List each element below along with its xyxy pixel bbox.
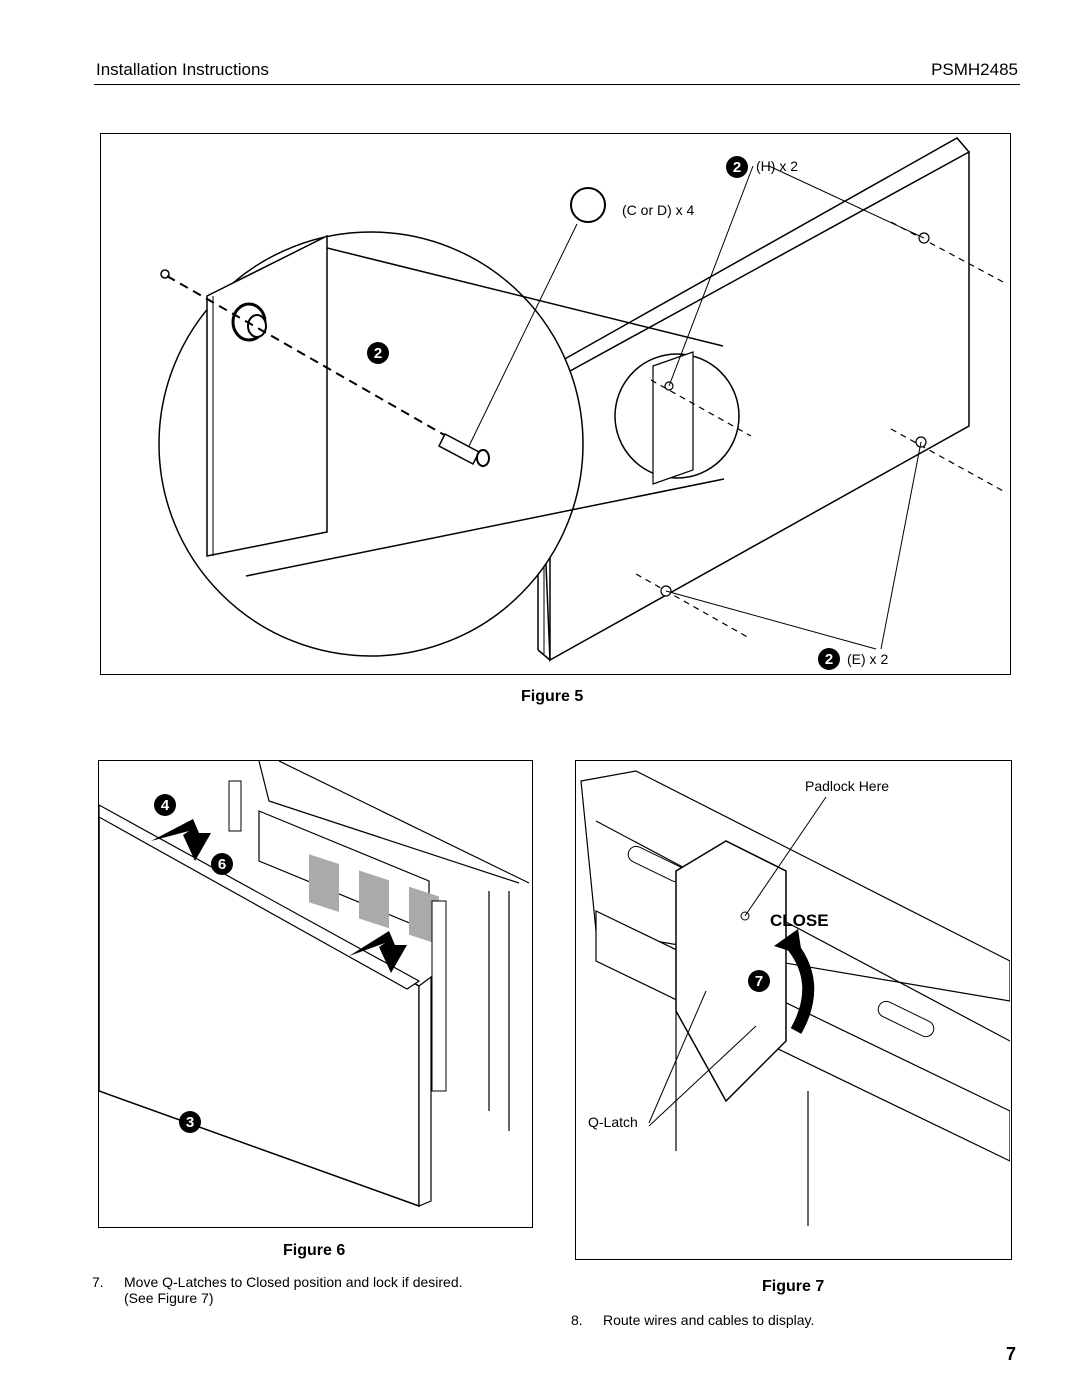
figure-7-caption: Figure 7 <box>762 1278 825 1295</box>
step-8-number: 8. <box>571 1312 583 1328</box>
step-7-text-2: (See Figure 7) <box>124 1290 214 1306</box>
figure-6-illustration <box>99 761 530 1208</box>
label-q-latch: Q-Latch <box>588 1114 638 1130</box>
figure-5-illustration <box>158 137 1008 662</box>
header-rule <box>94 84 1020 85</box>
badge-7: 7 <box>748 970 770 992</box>
label-padlock-here: Padlock Here <box>805 778 890 794</box>
figure-5-caption: Figure 5 <box>521 688 584 705</box>
badge-h: 2 <box>726 156 748 178</box>
callout-c-or-d: (C or D) x 4 <box>622 202 695 218</box>
header-model: PSMH2485 <box>931 60 1018 79</box>
page-number: 7 <box>1005 1344 1016 1364</box>
step-8-text: Route wires and cables to display. <box>603 1312 815 1328</box>
callout-e: (E) x 2 <box>847 651 889 667</box>
badge-4: 4 <box>154 794 176 816</box>
figure-7-frame: Padlock Here CLOSE 7 Q-Latch <box>575 760 1012 1260</box>
figure-5-frame: 2 (H) x 2 (C or D) x 4 2 2 (E) x 2 <box>100 133 1011 675</box>
step-7-text: Move Q-Latches to Closed position and lo… <box>124 1274 463 1290</box>
badge-zoom: 2 <box>367 342 389 364</box>
header-title: Installation Instructions <box>96 60 269 79</box>
badge-6: 6 <box>211 853 233 875</box>
figure-7-illustration <box>580 770 1010 1226</box>
badge-3: 3 <box>179 1111 201 1133</box>
step-7-number: 7. <box>92 1274 104 1290</box>
figure-6-frame: 4 6 3 <box>98 760 533 1228</box>
badge-e: 2 <box>818 648 840 670</box>
callout-h: (H) x 2 <box>756 158 798 174</box>
label-close: CLOSE <box>770 911 829 930</box>
figure-6-caption: Figure 6 <box>283 1242 346 1259</box>
